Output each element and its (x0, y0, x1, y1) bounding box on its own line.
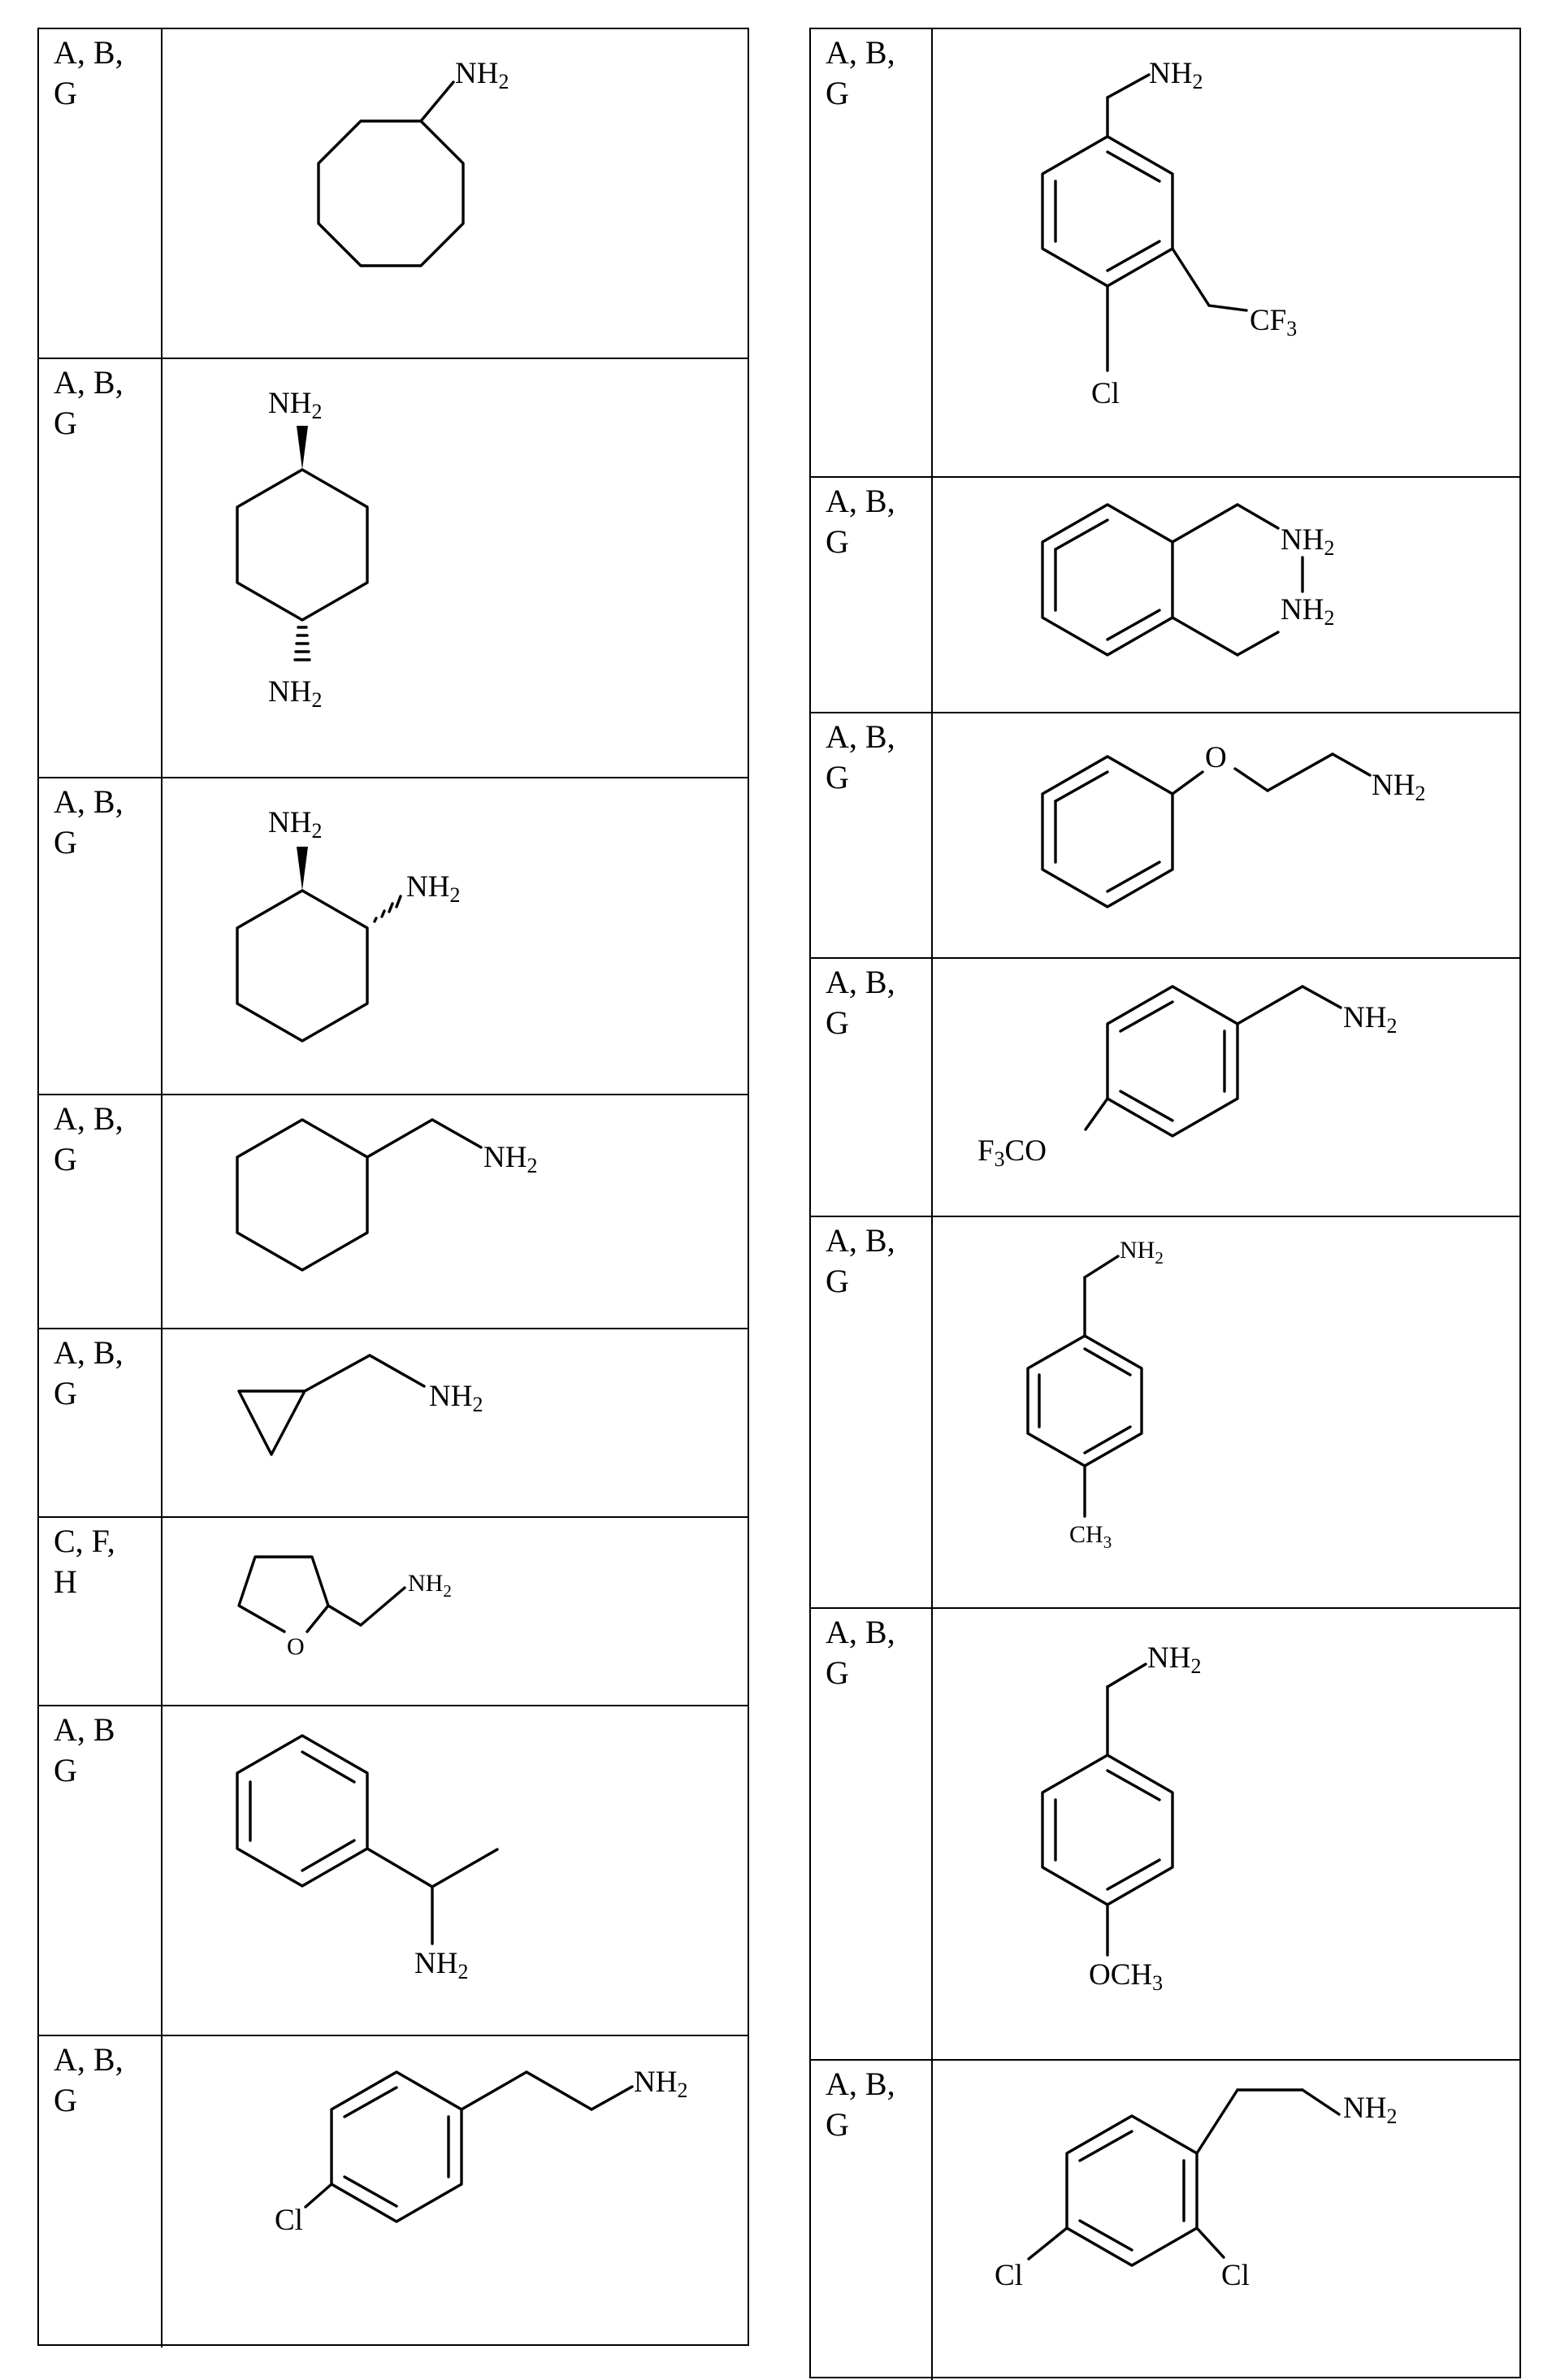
atom-label: NH2 (1343, 1001, 1397, 1038)
row-label: A, B, G (39, 778, 163, 1094)
atom-label: O (287, 1633, 305, 1660)
structure-trifluoromethoxy-benzylamine: NH2 F3CO (933, 959, 1519, 1216)
atom-label: NH2 (1343, 2092, 1397, 2128)
atom-label: Cl (1221, 2259, 1250, 2292)
atom-label: NH2 (455, 57, 509, 93)
atom-label: F3CO (977, 1134, 1047, 1171)
row-label: A, B, G (811, 1217, 933, 1607)
table-row: A, B, G NH2 (39, 1329, 748, 1518)
atom-label: CF3 (1250, 304, 1297, 340)
atom-label: NH2 (1281, 593, 1334, 630)
atom-label: NH2 (408, 1570, 452, 1601)
table-row: A, B, G NH2 NH2 (39, 359, 748, 778)
table-row: A, B, G NH2 Cl Cl (811, 2061, 1519, 2380)
row-label: A, B, G (811, 1609, 933, 2059)
atom-label: NH2 (429, 1380, 483, 1416)
structure-methylbenzylamine: NH2 CH3 (933, 1217, 1519, 1607)
structure-dichlorophenethylamine: NH2 Cl Cl (933, 2061, 1519, 2380)
row-label: A, B, G (811, 478, 933, 712)
row-label: A, B, G (39, 2036, 163, 2347)
row-label: A, B, G (811, 713, 933, 957)
structure-cyclooctylamine: NH2 (163, 29, 748, 358)
atom-label: Cl (995, 2259, 1023, 2292)
row-label: A, B, G (39, 359, 163, 777)
row-label: A, B, G (39, 1095, 163, 1328)
row-label: C, F, H (39, 1518, 163, 1705)
structure-cyclopropylmethylamine: NH2 (163, 1329, 748, 1516)
structure-cyclohexylmethylamine: NH2 (163, 1095, 748, 1328)
atom-label: Cl (1091, 377, 1120, 410)
atom-label: NH2 (1147, 1641, 1201, 1678)
table-row: A, B, G NH2 Cl (39, 2036, 748, 2347)
atom-label: NH2 (414, 1947, 468, 1983)
row-label: A, B, G (811, 2061, 933, 2380)
atom-label: O (1205, 741, 1227, 774)
row-label: A, B, G (39, 1329, 163, 1516)
atom-label: NH2 (1281, 523, 1334, 560)
atom-label: NH2 (268, 387, 322, 423)
table-row: A, B, G NH2 NH2 (811, 478, 1519, 713)
atom-label: Cl (275, 2204, 303, 2237)
structure-chloro-trifluoromethyl-benzylamine: NH2 CF3 Cl (933, 29, 1519, 476)
atom-label: OCH3 (1089, 1958, 1163, 1995)
table-row: A, B, G NH2 (39, 29, 748, 359)
table-row: A, B, G O NH2 (811, 713, 1519, 959)
atom-label: NH2 (268, 806, 322, 843)
atom-label: NH2 (1120, 1237, 1164, 1268)
structure-phenoxyethylamine: O NH2 (933, 713, 1519, 957)
row-label: A, B, G (811, 29, 933, 476)
structure-diaminocyclohexane-trans: NH2 NH2 (163, 359, 748, 777)
structure-phenylethylamine: NH2 (163, 1706, 748, 2035)
table-row: A, B G NH2 (39, 1706, 748, 2036)
atom-label: NH2 (634, 2066, 687, 2102)
row-label: A, B, G (811, 959, 933, 1216)
structure-chlorophenethylamine: NH2 Cl (163, 2036, 748, 2347)
row-label: A, B G (39, 1706, 163, 2035)
left-table: A, B, G NH2 A, B, G NH2 (37, 28, 749, 2346)
table-row: A, B, G NH2 (39, 1095, 748, 1329)
table-row: C, F, H O NH2 (39, 1518, 748, 1706)
table-row: A, B, G NH2 CF3 Cl (811, 29, 1519, 478)
row-label: A, B, G (39, 29, 163, 358)
structure-methoxybenzylamine: NH2 OCH3 (933, 1609, 1519, 2059)
atom-label: NH2 (1372, 769, 1425, 805)
table-row: A, B, G NH2 F3CO (811, 959, 1519, 1217)
structure-tetrahydrofurfurylamine: O NH2 (163, 1518, 748, 1705)
right-table: A, B, G NH2 CF3 Cl A, B, G (809, 28, 1521, 2378)
table-row: A, B, G NH2 OCH3 (811, 1609, 1519, 2061)
table-row: A, B, G NH2 NH2 (39, 778, 748, 1095)
table-row: A, B, G NH2 CH3 (811, 1217, 1519, 1609)
structure-diaminocyclohexane-cis: NH2 NH2 (163, 778, 748, 1094)
atom-label: NH2 (1149, 57, 1203, 93)
atom-label: CH3 (1069, 1521, 1112, 1552)
atom-label: NH2 (483, 1141, 537, 1177)
atom-label: NH2 (268, 675, 322, 712)
atom-label: NH2 (406, 870, 460, 907)
structure-tetrahydrophthalazine: NH2 NH2 (933, 478, 1519, 712)
